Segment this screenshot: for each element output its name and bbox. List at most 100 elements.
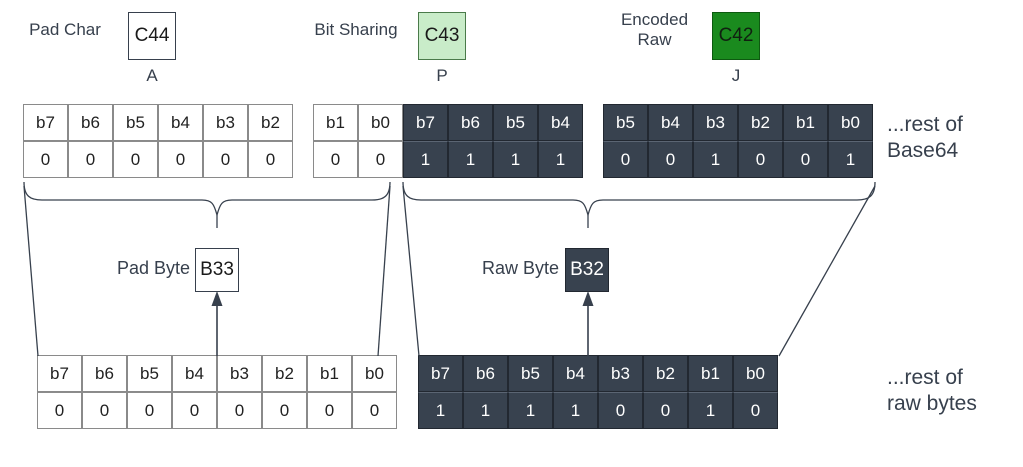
bit-name-cell: b5 xyxy=(508,355,553,392)
bit-value-cell: 0 xyxy=(68,141,113,178)
bit-value-cell: 0 xyxy=(158,141,203,178)
bit-sharing-letter: P xyxy=(436,66,448,85)
bit-value-cell: 0 xyxy=(217,392,262,429)
bit-name-cell: b7 xyxy=(418,355,463,392)
encoded-raw-title: Encoded Raw xyxy=(620,10,689,49)
arrow-pad-byte xyxy=(211,291,223,356)
bit-value-cell: 1 xyxy=(538,141,583,178)
bit-value-cell: 1 xyxy=(688,392,733,429)
pad-char-code-box: C44 xyxy=(128,12,176,60)
bit-name-cell: b5 xyxy=(127,355,172,392)
bit-name-cell: b5 xyxy=(113,104,158,141)
bit-name-cell: b5 xyxy=(493,104,538,141)
bit-name-cell: b2 xyxy=(738,104,783,141)
bit-sharing-title: Bit Sharing xyxy=(314,20,398,39)
bit-name-cell: b7 xyxy=(23,104,68,141)
leg-raw-left xyxy=(402,185,420,357)
bit-value-cell: 0 xyxy=(172,392,217,429)
bit-value-cell: 0 xyxy=(113,141,158,178)
rest-of-raw-bytes-note: ...rest of raw bytes xyxy=(887,366,977,415)
bit-value-cell: 0 xyxy=(248,141,293,178)
bit-name-cell: b3 xyxy=(693,104,738,141)
bit-name-cell: b4 xyxy=(648,104,693,141)
bit-name-cell: b6 xyxy=(82,355,127,392)
bit-value-cell: 0 xyxy=(643,392,688,429)
pad-char-title: Pad Char xyxy=(29,20,101,39)
bit-name-cell: b4 xyxy=(172,355,217,392)
bit-name-cell: b0 xyxy=(733,355,778,392)
bit-value-cell: 0 xyxy=(603,141,648,178)
bit-name-cell: b1 xyxy=(313,104,358,141)
bit-value-cell: 0 xyxy=(127,392,172,429)
bit-value-cell: 0 xyxy=(733,392,778,429)
bit-value-cell: 0 xyxy=(262,392,307,429)
bit-value-cell: 0 xyxy=(738,141,783,178)
bit-value-cell: 0 xyxy=(358,141,403,178)
bit-name-cell: b0 xyxy=(828,104,873,141)
bit-name-cell: b2 xyxy=(643,355,688,392)
encoded-raw-letter: J xyxy=(731,66,741,85)
bit-value-cell: 1 xyxy=(828,141,873,178)
bit-name-cell: b3 xyxy=(598,355,643,392)
bit-value-cell: 0 xyxy=(648,141,693,178)
bit-name-cell: b7 xyxy=(403,104,448,141)
bit-value-cell: 0 xyxy=(203,141,248,178)
bit-value-cell: 0 xyxy=(352,392,397,429)
bit-value-cell: 0 xyxy=(598,392,643,429)
bit-name-cell: b4 xyxy=(538,104,583,141)
bit-value-cell: 1 xyxy=(463,392,508,429)
rest-of-base64-note: ...rest of Base64 xyxy=(887,113,963,162)
bit-name-cell: b6 xyxy=(463,355,508,392)
bit-value-cell: 1 xyxy=(693,141,738,178)
bit-name-cell: b2 xyxy=(262,355,307,392)
bit-name-cell: b5 xyxy=(603,104,648,141)
bit-name-cell: b7 xyxy=(37,355,82,392)
bit-name-cell: b1 xyxy=(688,355,733,392)
bit-name-cell: b1 xyxy=(783,104,828,141)
brace-pad-char xyxy=(23,181,391,218)
leg-raw-right xyxy=(778,185,876,357)
raw-byte-box: B32 xyxy=(565,248,609,292)
brace-raw-byte xyxy=(402,181,876,218)
bit-name-cell: b1 xyxy=(307,355,352,392)
bit-value-cell: 0 xyxy=(307,392,352,429)
bit-name-cell: b0 xyxy=(352,355,397,392)
bit-value-cell: 0 xyxy=(23,141,68,178)
bit-value-cell: 1 xyxy=(493,141,538,178)
encoded-raw-code-box: C42 xyxy=(712,12,760,60)
bit-value-cell: 1 xyxy=(508,392,553,429)
bit-name-cell: b3 xyxy=(203,104,248,141)
leg-pad-left xyxy=(23,185,39,357)
bit-name-cell: b3 xyxy=(217,355,262,392)
